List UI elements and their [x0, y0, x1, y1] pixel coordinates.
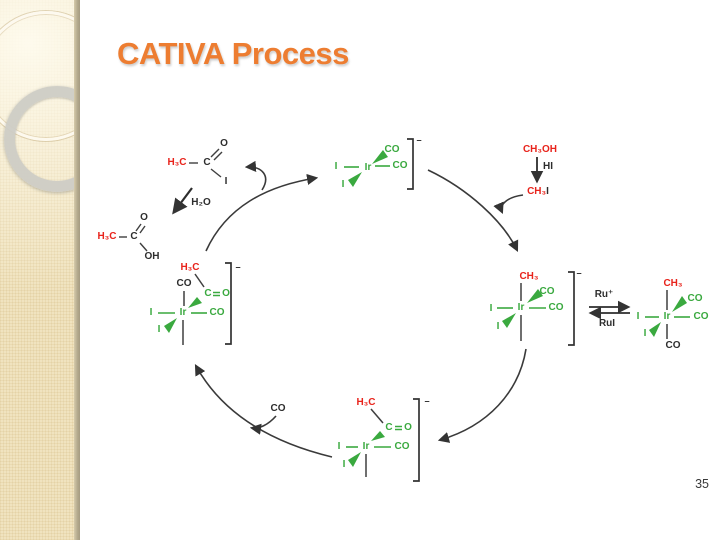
acyl-six-i-lower: I — [157, 324, 161, 335]
methyl-i-left: I — [489, 303, 493, 314]
acetyl-iodide-c: C — [203, 157, 211, 168]
acyl-five-c: C — [385, 422, 393, 433]
arrow-co-entry — [249, 415, 277, 435]
arrow-co-coordination — [194, 364, 333, 458]
acyl-six-co-top: CO — [176, 278, 192, 289]
arrow-h2o — [172, 187, 193, 215]
methyl-iodide-ch3: CH₃ — [527, 186, 547, 197]
acetic-acid-c: C — [130, 231, 138, 242]
acyl-six-co-right: CO — [209, 307, 225, 318]
acyl-five-ir: Ir — [362, 441, 370, 452]
acyl-five-charge: − — [424, 396, 430, 407]
active-i-left: I — [334, 161, 338, 172]
methyl-i-lower: I — [496, 321, 500, 332]
acetyl-iodide-i: I — [224, 176, 228, 187]
methyl-co-upper: CO — [539, 286, 555, 297]
active-ir: Ir — [364, 162, 372, 173]
active-co-right: CO — [392, 160, 408, 171]
complex-acyl-five-bonds — [346, 398, 420, 482]
methyl-co-right: CO — [548, 302, 564, 313]
acyl-six-i-left: I — [149, 307, 153, 318]
acyl-six-h3c: H₃C — [180, 262, 200, 273]
sidebar-decoration — [0, 0, 80, 540]
methyl-ch3: CH₃ — [519, 271, 539, 282]
acyl-six-charge: − — [235, 262, 241, 273]
arrow-methyl-iodide-entry — [493, 194, 524, 215]
acetic-acid-h3c: H₃C — [97, 231, 117, 242]
arrow-migratory-insertion — [437, 348, 527, 443]
ru-forward-label: Ru⁺ — [594, 289, 614, 300]
methyl-iodide-i: I — [546, 186, 549, 197]
acyl-six-o: O — [222, 288, 230, 299]
complex-methyl-bonds — [497, 271, 575, 346]
acetic-acid-o: O — [140, 212, 148, 223]
hi-label: HI — [543, 161, 553, 172]
acyl-five-o: O — [404, 422, 412, 433]
methanol-label: CH₃OH — [522, 144, 558, 155]
reagent-arrows — [172, 157, 631, 320]
methyl-charge: − — [576, 268, 582, 279]
acetic-acid-oh: OH — [144, 251, 160, 262]
arrow-acetyl-iodide-release — [244, 160, 267, 191]
complex-neutral-bonds — [645, 290, 690, 339]
acetyl-iodide-h3c: H₃C — [167, 157, 187, 168]
active-co-upper: CO — [384, 144, 400, 155]
neutral-co-bottom: CO — [665, 340, 681, 351]
methyl-ir: Ir — [517, 302, 525, 313]
acyl-six-c: C — [204, 288, 212, 299]
cycle-arrows — [194, 160, 527, 458]
active-i-lower: I — [341, 179, 345, 190]
neutral-co-upper: CO — [687, 293, 703, 304]
acyl-five-i-left: I — [337, 441, 341, 452]
h2o-label: H₂O — [191, 197, 211, 208]
co-feed-label: CO — [270, 403, 286, 414]
neutral-i-left: I — [636, 311, 640, 322]
methyl-iodide-label: CH₃I — [527, 187, 549, 197]
neutral-ch3: CH₃ — [663, 278, 683, 289]
acyl-six-ir: Ir — [179, 307, 187, 318]
neutral-i-lower: I — [643, 328, 647, 339]
sidebar-edge — [74, 0, 80, 540]
acetyl-iodide-o: O — [220, 138, 228, 149]
acyl-five-co-right: CO — [394, 441, 410, 452]
ru-reverse-label: RuI — [598, 318, 616, 329]
decorative-ring-thick — [4, 86, 80, 192]
arrow-reductive-elimination — [205, 173, 319, 252]
neutral-ir: Ir — [663, 311, 671, 322]
complex-active-bonds — [344, 138, 414, 190]
page-number: 35 — [695, 477, 709, 491]
arrow-oxidative-addition — [427, 169, 519, 253]
acyl-five-h3c: H₃C — [356, 397, 376, 408]
organic-molecule-bonds — [119, 148, 223, 252]
slide-title: CATIVA Process — [117, 36, 349, 71]
active-charge: − — [416, 135, 422, 146]
neutral-co-right: CO — [693, 311, 709, 322]
acyl-five-i-lower: I — [342, 459, 346, 470]
complex-acyl-six-bonds — [158, 262, 232, 345]
